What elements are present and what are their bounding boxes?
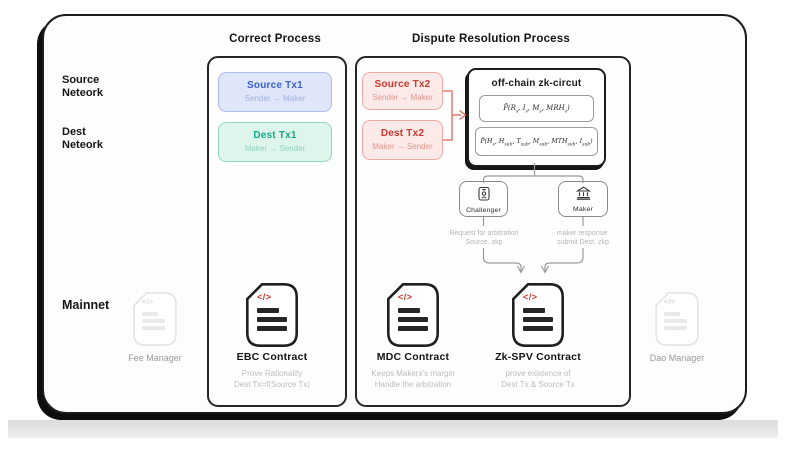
zkspv-contract-doc-icon: </> <box>512 283 564 347</box>
doc-line <box>142 319 165 323</box>
challenger-label: Challenger <box>466 207 501 214</box>
challenger-caption-line1: Request for arbitration <box>449 230 519 237</box>
slide-shadow-strip <box>8 420 778 438</box>
fee-manager-name: Fee Manager <box>128 353 182 363</box>
challenger-box: Challenger <box>459 181 508 217</box>
dest-tx1-box: Dest Tx1 Maker → Sender <box>218 122 332 162</box>
maker-caption-line2: submit Dest. zkp <box>557 239 609 246</box>
document-shape <box>246 283 298 347</box>
bank-icon <box>575 186 591 200</box>
zkspv-desc-line2: Dest Tx & Source Tx <box>501 380 575 389</box>
doc-line <box>257 326 287 331</box>
maker-caption-line1: maker response: <box>556 230 610 237</box>
source-tx1-box: Source Tx1 Sender → Maker <box>218 72 332 112</box>
fee-manager-doc-icon: </> <box>133 291 177 347</box>
code-glyph: </> <box>398 292 413 302</box>
dao-manager-name: Dao Manager <box>649 353 705 363</box>
maker-caption: maker response: submit Dest. zkp <box>533 229 633 247</box>
zk-formula-dest: P̄(Hs, Hsub, Tsub, Msub, MTHsub, Isub) <box>475 127 598 156</box>
mdc-contract-desc: Keeps Makers's margin Handle the arbitra… <box>348 368 478 390</box>
code-glyph: </> <box>142 299 154 306</box>
code-glyph: </> <box>257 292 272 302</box>
maker-box: Maker <box>558 181 608 217</box>
id-badge-icon <box>477 186 490 201</box>
dest-tx2-box: Dest Tx2 Maker → Sender <box>362 120 443 160</box>
dest-network-label: Dest Neteork <box>62 126 103 152</box>
code-glyph: </> <box>664 299 676 306</box>
zkspv-contract-name: Zk-SPV Contract <box>495 351 581 363</box>
zk-circuit-title: off-chain zk-circut <box>491 78 582 89</box>
doc-line <box>257 317 287 322</box>
offchain-zk-circuit-box: off-chain zk-circut P̄(Rs, Is, Ms, MRHs)… <box>467 68 606 167</box>
zkspv-desc-line1: prove existence of <box>505 369 571 378</box>
dest-tx1-title: Dest Tx1 <box>253 130 297 141</box>
ebc-desc-line1: Prove Rationality <box>241 369 303 378</box>
document-shape <box>387 283 439 347</box>
document-shape <box>512 283 564 347</box>
mainnet-label: Mainnet <box>62 298 110 312</box>
challenger-caption: Request for arbitration Source. zkp <box>434 229 534 247</box>
zk-formula-source: P̄(Rs, Is, Ms, MRHs) <box>479 95 594 122</box>
source-tx2-title: Source Tx2 <box>374 79 431 90</box>
challenger-caption-line2: Source. zkp <box>465 239 503 246</box>
source-network-label: Source Neteork <box>62 74 103 100</box>
doc-line <box>142 312 158 316</box>
doc-line <box>664 326 687 330</box>
source-tx1-subtitle: Sender → Maker <box>244 94 306 103</box>
source-tx1-title: Source Tx1 <box>247 80 303 91</box>
doc-line <box>523 317 553 322</box>
source-tx2-subtitle: Sender → Maker <box>372 93 433 102</box>
doc-line <box>142 326 165 330</box>
source-network-line1: Source <box>62 74 100 86</box>
dest-network-line1: Dest <box>62 126 86 138</box>
dest-network-line2: Neteork <box>62 139 103 151</box>
correct-process-box <box>207 56 347 407</box>
doc-line <box>664 312 680 316</box>
source-tx2-box: Source Tx2 Sender → Maker <box>362 72 443 110</box>
doc-line <box>523 308 545 313</box>
mdc-contract-name: MDC Contract <box>376 351 450 363</box>
mdc-desc-line2: Handle the arbitration <box>374 380 452 389</box>
ebc-contract-desc: Prove Rationality Dest Tx=f(Source Tx) <box>207 368 337 390</box>
dest-tx1-subtitle: Maker → Sender <box>244 144 306 153</box>
source-network-line2: Neteork <box>62 87 103 99</box>
dao-manager-doc-icon: </> <box>655 291 699 347</box>
mdc-desc-line1: Keeps Makers's margin <box>371 369 455 378</box>
doc-line <box>398 317 428 322</box>
correct-process-header: Correct Process <box>229 33 321 45</box>
ebc-desc-line2: Dest Tx=f(Source Tx) <box>234 380 310 389</box>
doc-line <box>664 319 687 323</box>
dest-tx2-title: Dest Tx2 <box>380 128 425 139</box>
dest-tx2-subtitle: Maker → Sender <box>372 142 433 151</box>
doc-line <box>257 308 279 313</box>
zkspv-contract-desc: prove existence of Dest Tx & Source Tx <box>473 368 603 390</box>
doc-line <box>523 326 553 331</box>
code-glyph: </> <box>523 292 538 302</box>
ebc-contract-doc-icon: </> <box>246 283 298 347</box>
doc-line <box>398 308 420 313</box>
maker-label: Maker <box>573 206 593 213</box>
ebc-contract-name: EBC Contract <box>236 351 308 363</box>
doc-line <box>398 326 428 331</box>
mdc-contract-doc-icon: </> <box>387 283 439 347</box>
dispute-process-header: Dispute Resolution Process <box>412 33 570 45</box>
